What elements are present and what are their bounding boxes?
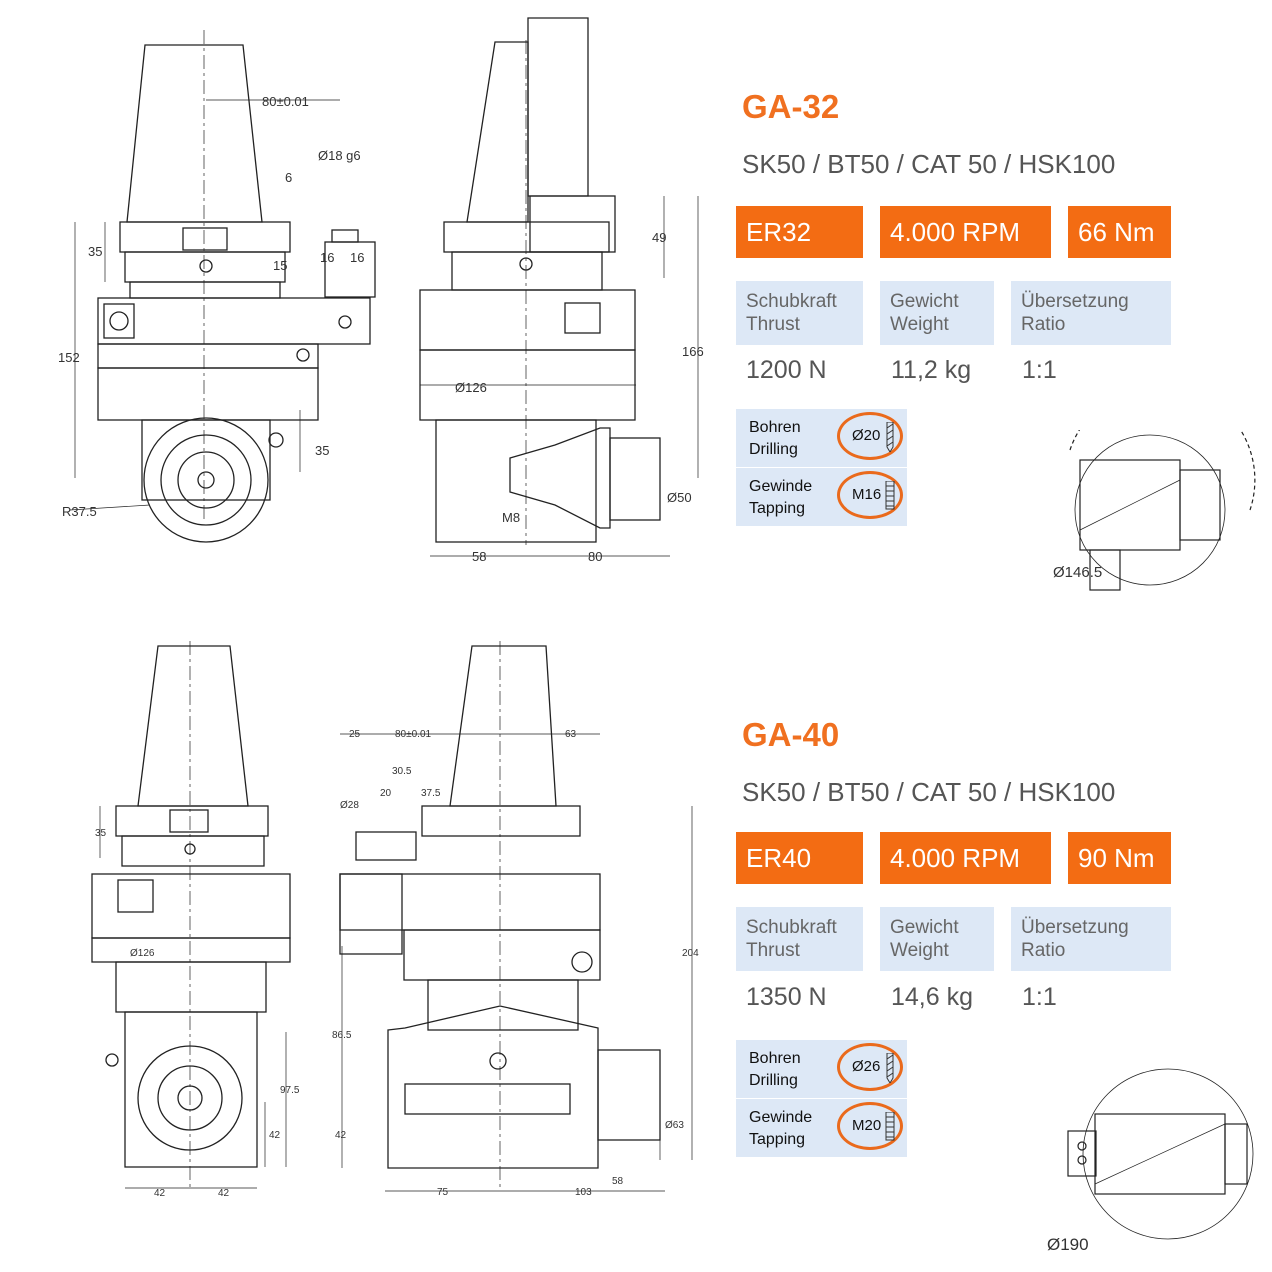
dim-103: 103: [575, 1187, 592, 1198]
badge-torque: 66 Nm: [1068, 206, 1171, 258]
dim-166: 166: [682, 344, 704, 359]
dim-42-right: 42: [269, 1130, 281, 1141]
technical-drawing-ga40: 35 Ø126 97.5 42 42 42 25: [91, 641, 699, 1199]
badge-rpm: 4.000 RPM: [880, 206, 1051, 258]
drilling-capacity-ring: Ø20: [837, 412, 903, 460]
dim-42-bottom-right: 42: [218, 1188, 230, 1199]
dim-16-a: 16: [320, 250, 334, 265]
dim-20: 20: [380, 788, 392, 799]
spec-thrust-label: Schubkraft Thrust: [736, 907, 863, 971]
dim-50: Ø50: [667, 490, 692, 505]
dim-204: 204: [682, 948, 699, 959]
spec-weight-value: 11,2 kg: [891, 356, 972, 384]
technical-drawing-ga32: 80±0.01 Ø18 g6 6 35 15 16 16 152 35 R37.…: [58, 17, 704, 564]
dim-30-5: 30.5: [392, 766, 412, 777]
tapping-capacity-ring: M20: [837, 1102, 903, 1150]
spec-ratio-label: Übersetzung Ratio: [1011, 907, 1171, 971]
spec-ratio-value: 1:1: [1022, 983, 1057, 1011]
dim-radius: R37.5: [62, 504, 97, 519]
tapping-capacity-ring: M16: [837, 471, 903, 519]
dim-16-b: 16: [350, 250, 364, 265]
spec-weight-label: Gewicht Weight: [880, 907, 994, 971]
dim-63-collet: Ø63: [665, 1120, 684, 1131]
side-view: 49 166 Ø126 Ø50 M8 58 80: [419, 17, 704, 564]
drill-bit-icon: [886, 422, 894, 452]
dim-63-top: 63: [565, 729, 577, 740]
dim-80: 80±0.01: [395, 729, 432, 740]
dim-97-5: 97.5: [280, 1085, 300, 1096]
capacity-drilling: Bohren Drilling Ø26: [736, 1040, 907, 1098]
drilling-capacity-ring: Ø26: [837, 1043, 903, 1091]
badge-collet: ER40: [736, 832, 863, 884]
capacity-tapping: Gewinde Tapping M16: [736, 468, 907, 526]
badge-collet: ER32: [736, 206, 863, 258]
spec-ratio-label: Übersetzung Ratio: [1011, 281, 1171, 345]
spec-thrust-label: Schubkraft Thrust: [736, 281, 863, 345]
dim-28: Ø28: [340, 800, 359, 811]
dim-58: 58: [612, 1176, 624, 1187]
dim-58: 58: [472, 549, 486, 564]
capacity-drilling: Bohren Drilling Ø20: [736, 409, 907, 467]
front-view: 80±0.01 Ø18 g6 6 35 15 16 16 152 35 R37.…: [58, 30, 376, 543]
dim-75: 75: [437, 1187, 449, 1198]
spec-thrust-value: 1200 N: [746, 356, 827, 384]
dim-42-side: 42: [335, 1130, 347, 1141]
dim-126: Ø126: [455, 380, 487, 395]
drill-bit-icon: [886, 1053, 894, 1083]
top-view-ga32: Ø146.5: [1053, 430, 1256, 591]
dim-6: 6: [285, 170, 292, 185]
dim-35-top: 35: [88, 244, 102, 259]
capacity-tapping: Gewinde Tapping M20: [736, 1099, 907, 1157]
spec-ratio-value: 1:1: [1022, 356, 1057, 384]
dim-35-bottom: 35: [315, 443, 329, 458]
dim-80: 80±0.01: [262, 94, 309, 109]
dim-190: Ø190: [1047, 1235, 1089, 1254]
badge-rpm: 4.000 RPM: [880, 832, 1051, 884]
dim-25: 25: [349, 729, 361, 740]
top-view-ga40: Ø190: [1047, 1068, 1254, 1254]
spec-weight-value: 14,6 kg: [891, 983, 974, 1011]
dim-152: 152: [58, 350, 80, 365]
dim-42-bottom-left: 42: [154, 1188, 166, 1199]
tap-icon: [885, 1112, 895, 1141]
product-section-ga32: 80±0.01 Ø18 g6 6 35 15 16 16 152 35 R37.…: [58, 17, 1256, 591]
dim-86-5: 86.5: [332, 1030, 352, 1041]
spec-thrust-value: 1350 N: [746, 983, 827, 1011]
dim-37-5: 37.5: [421, 788, 441, 799]
interfaces-subtitle: SK50 / BT50 / CAT 50 / HSK100: [742, 777, 1116, 807]
product-section-ga40: 35 Ø126 97.5 42 42 42 25: [0, 636, 1272, 1272]
model-title: GA-40: [742, 716, 840, 753]
dim-49: 49: [652, 230, 666, 245]
interfaces-subtitle: SK50 / BT50 / CAT 50 / HSK100: [742, 149, 1116, 179]
dim-80-side: 80: [588, 549, 602, 564]
model-title: GA-32: [742, 88, 840, 125]
dim-126: Ø126: [130, 948, 155, 959]
side-view: 25 80±0.01 63 30.5 20 37.5 Ø28 204 86.5 …: [332, 641, 699, 1198]
badge-torque: 90 Nm: [1068, 832, 1171, 884]
dim-pin-diameter: Ø18 g6: [318, 148, 361, 163]
dim-m8: M8: [502, 510, 520, 525]
dim-15: 15: [273, 258, 287, 273]
dim-35: 35: [95, 828, 107, 839]
front-view: 35 Ø126 97.5 42 42 42: [91, 641, 300, 1199]
dim-146-5: Ø146.5: [1053, 564, 1102, 581]
tap-icon: [885, 481, 895, 510]
spec-weight-label: Gewicht Weight: [880, 281, 994, 345]
